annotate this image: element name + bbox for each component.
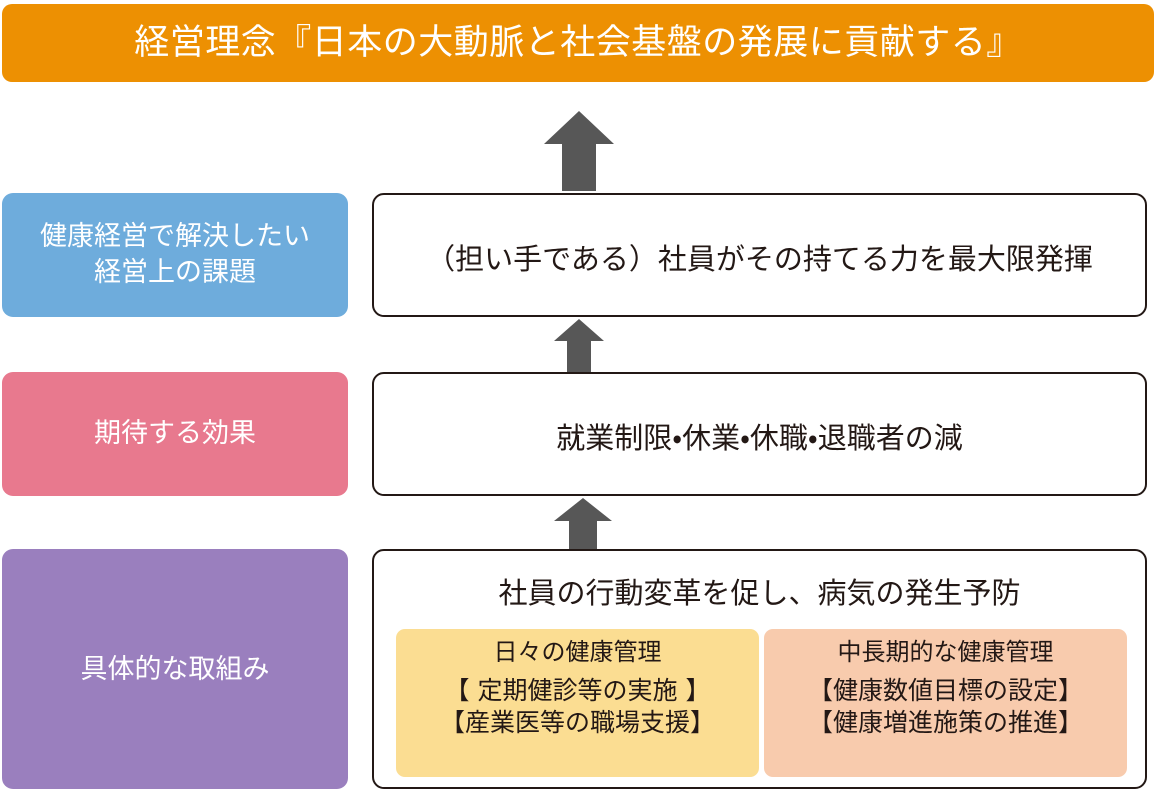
management-philosophy-text: 経営理念『日本の大動脈と社会基盤の発展に貢献する』 [134,22,1022,63]
measure-card-longterm-health: 中長期的な健康管理 【健康数値目標の設定】 【健康増進施策の推進】 [764,629,1127,777]
arrow-up-to-philosophy-icon [544,111,614,191]
measure-card-daily-health: 日々の健康管理 【 定期健診等の実施 】 【産業医等の職場支援】 [396,629,759,777]
measure-card-group: 日々の健康管理 【 定期健診等の実施 】 【産業医等の職場支援】 中長期的な健康… [396,629,1127,777]
statement-panel-concrete-measures: 社員の行動変革を促し、病気の発生予防 日々の健康管理 【 定期健診等の実施 】 … [372,549,1147,789]
statement-panel-challenges: （担い手である）社員がその持てる力を最大限発揮 [372,193,1147,317]
category-chip-challenges-label: 健康経営で解決したい 経営上の課題 [40,221,310,288]
measure-card-longterm-health-item-1: 【健康数値目標の設定】 [807,676,1083,706]
category-chip-expected-effect: 期待する効果 [2,372,348,496]
category-chip-challenges: 健康経営で解決したい 経営上の課題 [2,193,348,317]
measure-card-longterm-health-item-2: 【健康増進施策の推進】 [807,707,1083,737]
management-philosophy-banner: 経営理念『日本の大動脈と社会基盤の発展に貢献する』 [2,4,1154,82]
statement-panel-expected-effect-text: 就業制限・休業・休職・退職者の減 [556,421,963,455]
category-chip-concrete-measures: 具体的な取組み [2,549,348,789]
measure-card-daily-health-title: 日々の健康管理 [493,638,662,666]
arrow-up-to-effect-icon [554,498,612,550]
statement-panel-concrete-measures-text: 社員の行動変革を促し、病気の発生予防 [498,576,1021,610]
measure-card-longterm-health-title: 中長期的な健康管理 [837,638,1054,666]
statement-panel-challenges-text: （担い手である）社員がその持てる力を最大限発揮 [426,242,1093,276]
arrow-up-to-outcome-icon [554,319,604,373]
measure-card-daily-health-item-1: 【 定期健診等の実施 】 [444,676,711,706]
measure-card-daily-health-item-2: 【産業医等の職場支援】 [439,707,715,737]
statement-panel-expected-effect: 就業制限・休業・休職・退職者の減 [372,372,1147,496]
category-chip-concrete-measures-label: 具体的な取組み [80,653,270,685]
category-chip-expected-effect-label: 期待する効果 [94,418,256,450]
